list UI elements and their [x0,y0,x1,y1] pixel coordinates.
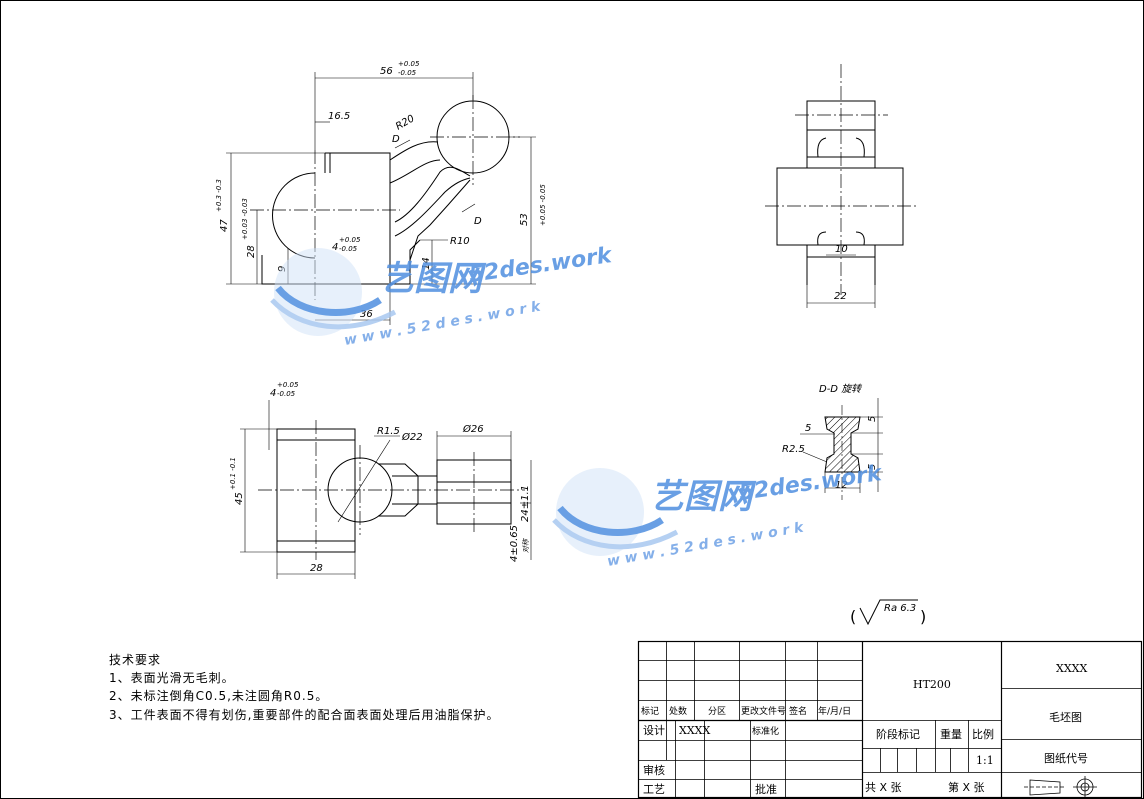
section-mark-bottom: D [474,216,482,227]
tb-check-label: 审核 [643,763,665,777]
tb-rev-zone: 分区 [708,706,726,717]
top-dim-slot: 4 [270,388,276,399]
tb-rev-doc: 更改文件号 [741,705,786,717]
svg-text:(: ( [850,607,856,626]
top-view-dimensions [240,400,532,579]
dim-slot: 4 [332,242,338,253]
top-dim-slot-lower: -0.05 [277,390,296,398]
section-dim-5-left: 5 [805,423,811,434]
tech-req-heading: 技术要求 [109,653,161,667]
dim-slot-upper: +0.05 [339,236,361,244]
dim-overall-width-lower: -0.05 [398,69,417,77]
top-dim-height: 45 [234,492,245,505]
section-mark-top: D [392,134,400,145]
watermark-brand-1: 艺图网 [380,259,487,299]
roughness-icon [859,599,918,626]
projection-symbol-icon [1024,776,1097,798]
top-view [258,420,525,560]
front-view-dim-text: 56 +0.05 -0.05 16.5 R20 D D 47 +0.3 -0.3… [215,60,547,320]
watermark-brand-2: 艺图网 [650,477,757,517]
tech-requirements: 技术要求 1、表面光滑无毛刺。 2、未标注倒角C0.5,未注圆角R0.5。 3、… [109,653,499,722]
globe-logo-icon [270,248,397,336]
dim-overall-width: 56 [380,66,393,77]
top-dim-d22: Ø22 [401,431,423,443]
dim-height-mid: 28 [246,245,257,258]
top-dim-4-sym: 4±0.65 [509,525,520,562]
tb-part-name: 毛坯图 [1049,711,1082,724]
tb-weight-label: 重量 [940,727,962,741]
tb-rev-mark: 标记 [641,705,659,717]
top-dim-24: 24±1.1 [520,485,531,522]
section-dim-5-top: 5 [867,416,878,422]
section-dimensions [800,398,883,493]
dim-slot-lower: -0.05 [339,245,358,253]
tech-req-item-1: 1、表面光滑无毛刺。 [109,671,235,685]
tb-approve-label: 批准 [755,782,777,796]
dim-height-left-tol: +0.3 -0.3 [215,179,223,212]
svg-text:): ) [920,607,926,626]
tech-req-item-3: 3、工件表面不得有划伤,重要部件的配合面表面处理后用油脂保护。 [109,707,499,722]
dim-radius-10: R10 [450,236,470,247]
surface-finish-symbol: ( Ra 6.3 ) [850,599,926,626]
section-dim-12: 12 [835,480,848,491]
title-block-text: 标记 处数 分区 更改文件号 签名 年/月/日 设计 XXXX 标准化 审核 工… [641,662,1097,798]
dim-height-left: 47 [219,219,230,232]
tb-stage-label: 阶段标记 [876,727,920,741]
title-block [637,640,1143,799]
tb-process-label: 工艺 [643,783,665,796]
dim-overall-width-upper: +0.05 [398,60,420,68]
dim-right-height-tol: +0.05 -0.05 [539,184,547,226]
tb-designer: XXXX [679,724,710,737]
tech-req-item-2: 2、未标注倒角C0.5,未注圆角R0.5。 [109,688,328,703]
tb-scale-label: 比例 [972,727,994,741]
tb-sheet-no: 第 X 张 [948,780,985,794]
top-dim-sym-label: 对称 [522,538,530,553]
front-view [250,95,520,300]
section-title: D-D 旋转 [819,383,863,395]
tb-rev-count: 处数 [669,705,687,717]
section-dim-5-bottom: 5 [867,464,878,470]
tb-material: HT200 [913,678,951,691]
top-dim-28: 28 [310,563,323,574]
dim-36: 36 [360,309,373,320]
top-view-dim-text: 4 +0.05 -0.05 R1.5 Ø22 Ø26 45 +0.1 -0.1 … [229,381,531,574]
tb-total-sheets: 共 X 张 [865,781,902,794]
dim-height-mid-tol: +0.03 -0.03 [241,198,249,240]
section-dim-text: D-D 旋转 5 5 5 R2.5 12 [782,383,878,491]
section-dim-r25: R2.5 [782,444,805,455]
tb-standard-label: 标准化 [752,725,779,737]
tb-scale-value: 1:1 [976,754,994,767]
tb-rev-date: 年/月/日 [818,705,851,717]
side-view [765,64,918,295]
dim-right-height: 53 [519,213,530,226]
tb-design-label: 设计 [643,724,665,737]
top-dim-slot-upper: +0.05 [277,381,299,389]
dim-14: 14 [421,257,432,270]
top-dim-d26: Ø26 [462,423,484,435]
top-dim-r15: R1.5 [377,426,400,437]
tb-rev-sign: 签名 [789,705,807,717]
tb-code-top: XXXX [1056,662,1087,675]
tb-drawing-no-label: 图纸代号 [1044,752,1088,765]
dim-left-offset: 16.5 [328,111,350,122]
roughness-value: Ra 6.3 [884,603,916,614]
side-view-dimensions [806,254,876,308]
side-dim-22: 22 [834,291,847,302]
top-dim-height-tol: +0.1 -0.1 [229,457,237,490]
globe-logo-icon-2 [552,468,679,556]
side-dim-10: 10 [835,244,848,255]
